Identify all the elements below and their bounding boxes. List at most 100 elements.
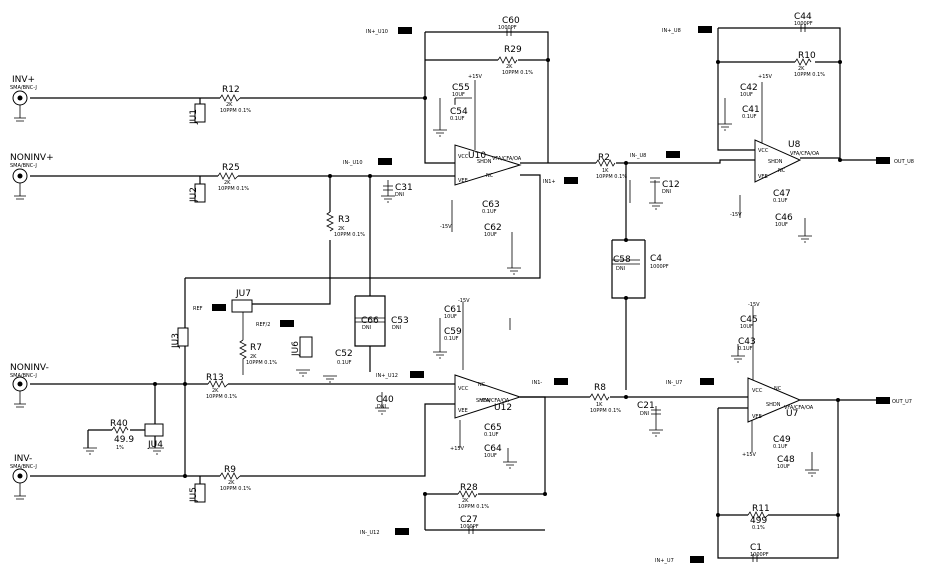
jumper-ju2[interactable]: JU2 xyxy=(189,183,206,203)
capacitor-value: DNI xyxy=(377,404,386,410)
jumper-ref: JU7 xyxy=(235,289,251,299)
resistor-ref: R40 xyxy=(110,419,128,429)
jumper-ref: JU1 xyxy=(189,109,199,125)
jumper-ju7[interactable]: JU7 xyxy=(231,289,253,313)
svg-text:IN+_U7: IN+_U7 xyxy=(655,558,674,564)
opamp-u8: U8 VFA/CFA/OA VCC VEE SHDN NC xyxy=(754,139,820,183)
svg-text:IN-_U8: IN-_U8 xyxy=(630,153,646,159)
jumper-ref: JU3 xyxy=(171,333,181,349)
resistor-value: 2K xyxy=(224,180,231,186)
resistor-spec: 1% xyxy=(116,445,124,451)
net-flag-in-plus-u12: IN+_U12 xyxy=(376,371,424,379)
capacitor-value: 0.1UF xyxy=(450,116,465,122)
pin-label-shdn: SHDN xyxy=(766,402,781,408)
capacitor-value: 10UF xyxy=(740,324,753,330)
resistor-r9: R9 2K 10PPM 0.1% xyxy=(219,465,251,492)
resistor-value: 499 xyxy=(750,516,767,526)
net-flag-in1-minus: IN1- xyxy=(532,378,568,386)
net-flag-in-minus-u8: IN-_U8 xyxy=(630,151,680,159)
capacitor-ref: C31 xyxy=(395,183,413,193)
pin-label-nc: NC xyxy=(486,173,494,179)
opamp-part: VFA/CFA/OA xyxy=(492,156,522,162)
resistor-r3: R3 2K 10PPM 0.1% xyxy=(326,211,365,238)
resistor-ref: R10 xyxy=(798,51,816,61)
capacitor-value: 0.1UF xyxy=(773,444,788,450)
jumper-ju6[interactable]: JU6 xyxy=(291,336,313,358)
jumper-ju5[interactable]: JU5 xyxy=(189,483,206,503)
capacitor-value: 1000PF xyxy=(650,264,669,270)
pin-label-vee: VEE xyxy=(458,408,468,414)
resistor-spec: 10PPM 0.1% xyxy=(218,186,249,192)
capacitor-ref: C59 xyxy=(444,327,462,337)
resistor-ref: R9 xyxy=(224,465,236,475)
connector-ref: INV+ xyxy=(12,75,35,85)
capacitor-value: 1000PF xyxy=(498,25,517,31)
capacitor-ref: C63 xyxy=(482,200,500,210)
resistor-spec: 0.1% xyxy=(752,525,765,531)
pin-label-vcc: VCC xyxy=(458,386,469,392)
power-neg: -15V xyxy=(748,302,760,308)
capacitor-ref: C42 xyxy=(740,83,758,93)
resistor-ref: R8 xyxy=(594,383,606,393)
capacitor-value: 0.1UF xyxy=(337,360,352,366)
connector-part: SMA/BNC-J xyxy=(10,373,37,379)
wires xyxy=(30,27,880,559)
resistor-r29: R29 2K 10PPM 0.1% xyxy=(497,45,533,76)
connector-ref: NONINV- xyxy=(10,363,49,373)
capacitor-ref: C48 xyxy=(777,455,795,465)
resistor-r13: R13 2K 10PPM 0.1% xyxy=(206,373,237,400)
resistor-r25: R25 2K 10PPM 0.1% xyxy=(217,163,249,192)
svg-text:REF: REF xyxy=(193,306,203,312)
resistor-value: 2K xyxy=(226,102,233,108)
resistor-value: 2K xyxy=(250,354,257,360)
svg-text:OUT_U7: OUT_U7 xyxy=(892,399,912,405)
junction-dots xyxy=(153,58,842,517)
resistor-spec: 10PPM 0.1% xyxy=(246,360,277,366)
svg-text:IN-_U10: IN-_U10 xyxy=(343,160,363,166)
resistor-ref: R3 xyxy=(338,215,350,225)
capacitor-value: 10UF xyxy=(484,232,497,238)
resistor-r10: R10 2K 10PPM 0.1% xyxy=(794,51,825,78)
resistor-ref: R7 xyxy=(250,343,262,353)
resistor-r8: R8 1K 10PPM 0.1% xyxy=(589,383,621,414)
capacitor-value: 0.1UF xyxy=(742,114,757,120)
capacitor-value: 1000PF xyxy=(750,552,769,558)
jumper-ref: JU6 xyxy=(291,341,301,357)
resistor-value: 2K xyxy=(798,66,805,72)
capacitor-value: 1000PF xyxy=(794,21,813,27)
capacitor-value: DNI xyxy=(640,411,649,417)
resistor-spec: 10PPM 0.1% xyxy=(794,72,825,78)
power-pos: +15V xyxy=(758,74,773,80)
resistor-value: 2K xyxy=(338,226,345,232)
resistor-value: 2K xyxy=(506,64,513,70)
pin-label-nc: NC xyxy=(778,168,786,174)
net-flag-ref-2: REF/2 xyxy=(256,320,294,328)
resistor-r28: R28 2K 10PPM 0.1% xyxy=(457,483,489,510)
pin-label-shdn: SHDN xyxy=(768,159,783,165)
opamp-ref: U7 xyxy=(786,409,798,419)
resistor-value: 1K xyxy=(596,402,603,408)
pin-label-vcc: VCC xyxy=(758,148,769,154)
resistor-ref: R28 xyxy=(460,483,478,493)
power-labels: +15V -15V -15V +15V +15V -15V -15V +15V xyxy=(440,74,773,458)
net-flag-in-plus-u10: IN+_U10 xyxy=(366,27,412,35)
capacitor-value: 0.1UF xyxy=(738,346,753,352)
resistor-spec: 10PPM 0.1% xyxy=(220,486,251,492)
pin-label-vcc: VCC xyxy=(752,388,763,394)
capacitor-value: 1000PF xyxy=(460,524,479,530)
resistor-r12: R12 2K 10PPM 0.1% xyxy=(219,85,251,114)
pin-label-nc: NC xyxy=(774,386,782,392)
capacitor-value: 0.1UF xyxy=(444,336,459,342)
jumper-ju1[interactable]: JU1 xyxy=(189,103,206,125)
power-neg: -15V xyxy=(458,298,470,304)
capacitor-ref: C44 xyxy=(794,12,812,22)
resistor-r2: R2 1K 10PPM 0.1% xyxy=(595,153,627,180)
jumper-ju3[interactable]: JU3 xyxy=(171,327,189,349)
net-flag-ref: REF xyxy=(193,304,226,312)
capacitor-ref: C54 xyxy=(450,107,468,117)
capacitor-ref: C46 xyxy=(775,213,793,223)
capacitor-ref: C49 xyxy=(773,435,791,445)
jumper-ju4[interactable]: JU4 xyxy=(144,423,164,450)
resistor-ref: R12 xyxy=(222,85,240,95)
